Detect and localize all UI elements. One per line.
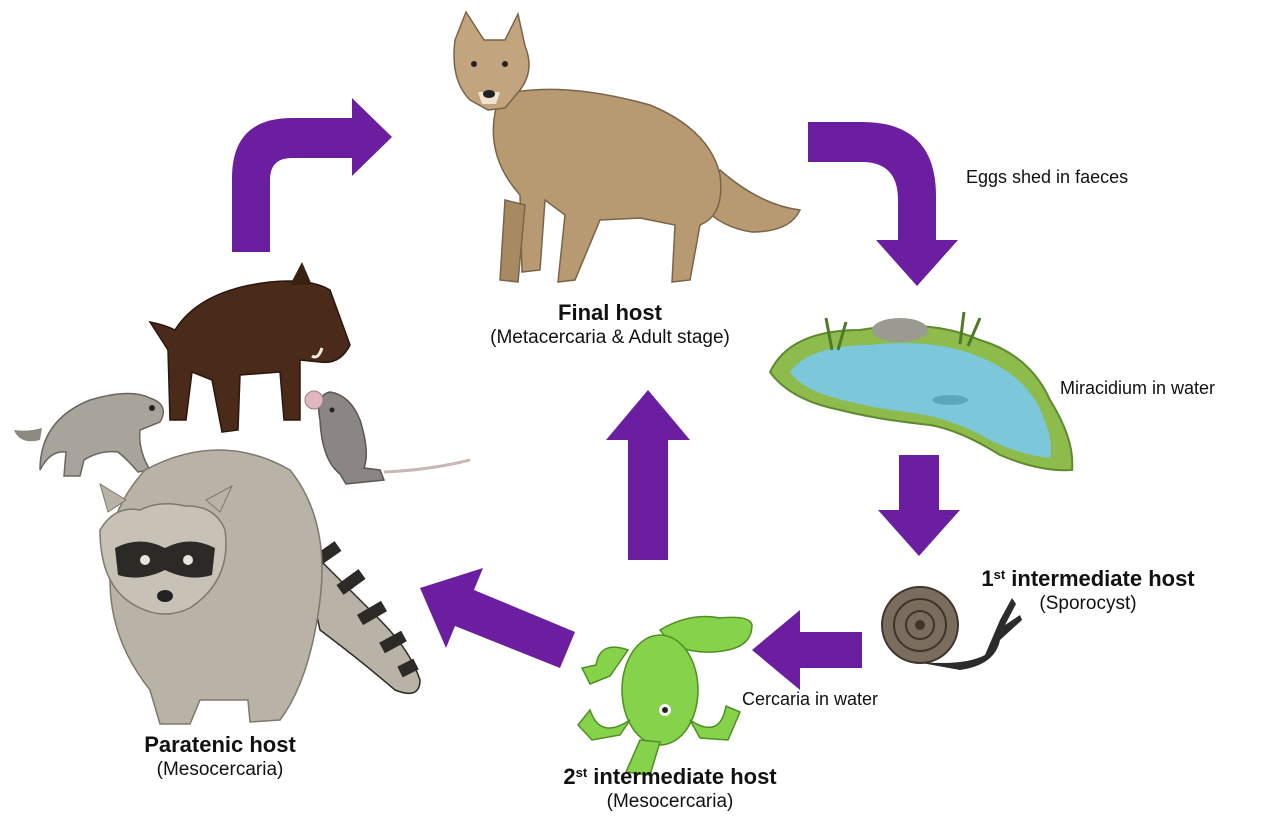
pond-illustration [770,312,1072,470]
arrow-paratenic-to-final [232,98,392,252]
second-intermediate-label: 2st intermediate host (Mesocercaria) [540,764,800,814]
arrow-frog-to-paratenic [420,568,575,668]
first-intermediate-subtitle: (Sporocyst) [958,592,1218,616]
arrow-frog-to-final [606,390,690,560]
paratenic-host-title: Paratenic host [110,732,330,758]
arrow-final-to-water [808,122,958,286]
paratenic-host-subtitle: (Mesocercaria) [110,758,330,782]
ferret-illustration [14,393,163,476]
miracidium-note: Miracidium in water [1060,377,1215,399]
arrow-snail-to-frog [752,610,862,690]
raccoon-illustration [100,450,420,724]
arrow-water-to-snail [878,455,960,556]
final-host-label: Final host (Metacercaria & Adult stage) [440,300,780,350]
first-intermediate-title: 1st intermediate host [958,566,1218,592]
rat-illustration [305,391,470,484]
cercaria-note: Cercaria in water [742,688,878,710]
final-host-title: Final host [440,300,780,326]
final-host-subtitle: (Metacercaria & Adult stage) [440,326,780,350]
first-intermediate-label: 1st intermediate host (Sporocyst) [958,566,1218,616]
second-intermediate-subtitle: (Mesocercaria) [540,790,800,814]
paratenic-host-label: Paratenic host (Mesocercaria) [110,732,330,782]
wolf-illustration [454,12,800,282]
eggs-note: Eggs shed in faeces [966,166,1128,188]
frog-tadpole-illustration [578,617,752,776]
second-intermediate-title: 2st intermediate host [540,764,800,790]
